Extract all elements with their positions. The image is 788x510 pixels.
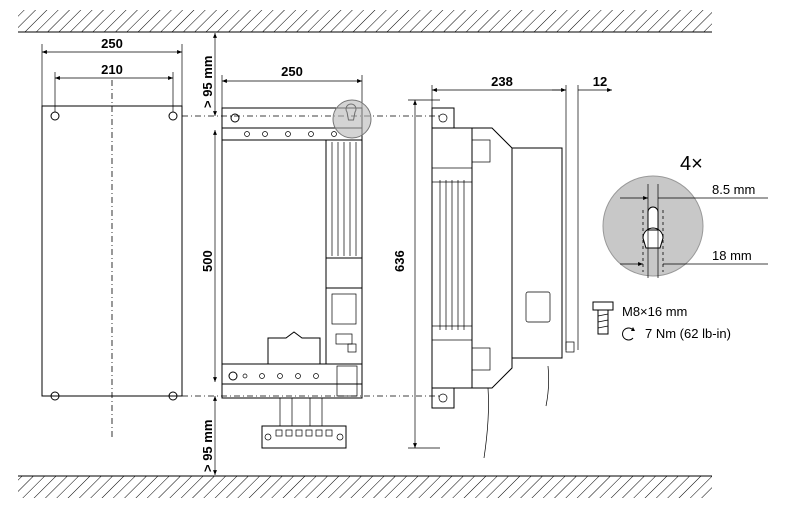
dim-clearance-bottom: > 95 mm: [200, 420, 215, 472]
screw-size-label: M8×16 mm: [622, 304, 687, 319]
floor-hatch: [18, 475, 712, 498]
hole-diameter-label: 8.5 mm: [712, 182, 755, 197]
dim-mount-width: 250: [101, 36, 123, 51]
dim-clearance-top: > 95 mm: [200, 56, 215, 108]
keyhole-highlight: [332, 99, 372, 139]
dim-overall-height: 636: [392, 250, 407, 272]
keyhole-detail: [602, 175, 768, 278]
drive-front-view: [221, 75, 363, 449]
hole-quantity: 4×: [680, 153, 703, 175]
ceiling-hatch: [18, 10, 712, 33]
drive-side-view: [408, 85, 612, 459]
slot-width-label: 18 mm: [712, 248, 752, 263]
dim-unit-height: 500: [200, 250, 215, 272]
dim-unit-width: 250: [281, 64, 303, 79]
dim-rear-gap: 12: [593, 74, 607, 89]
screw-icon: [592, 301, 614, 335]
dim-hole-spacing: 210: [101, 62, 123, 77]
torque-label: 7 Nm (62 lb-in): [645, 326, 731, 341]
dim-depth: 238: [491, 74, 513, 89]
torque-icon: [622, 327, 635, 341]
mounting-template: [41, 44, 183, 440]
